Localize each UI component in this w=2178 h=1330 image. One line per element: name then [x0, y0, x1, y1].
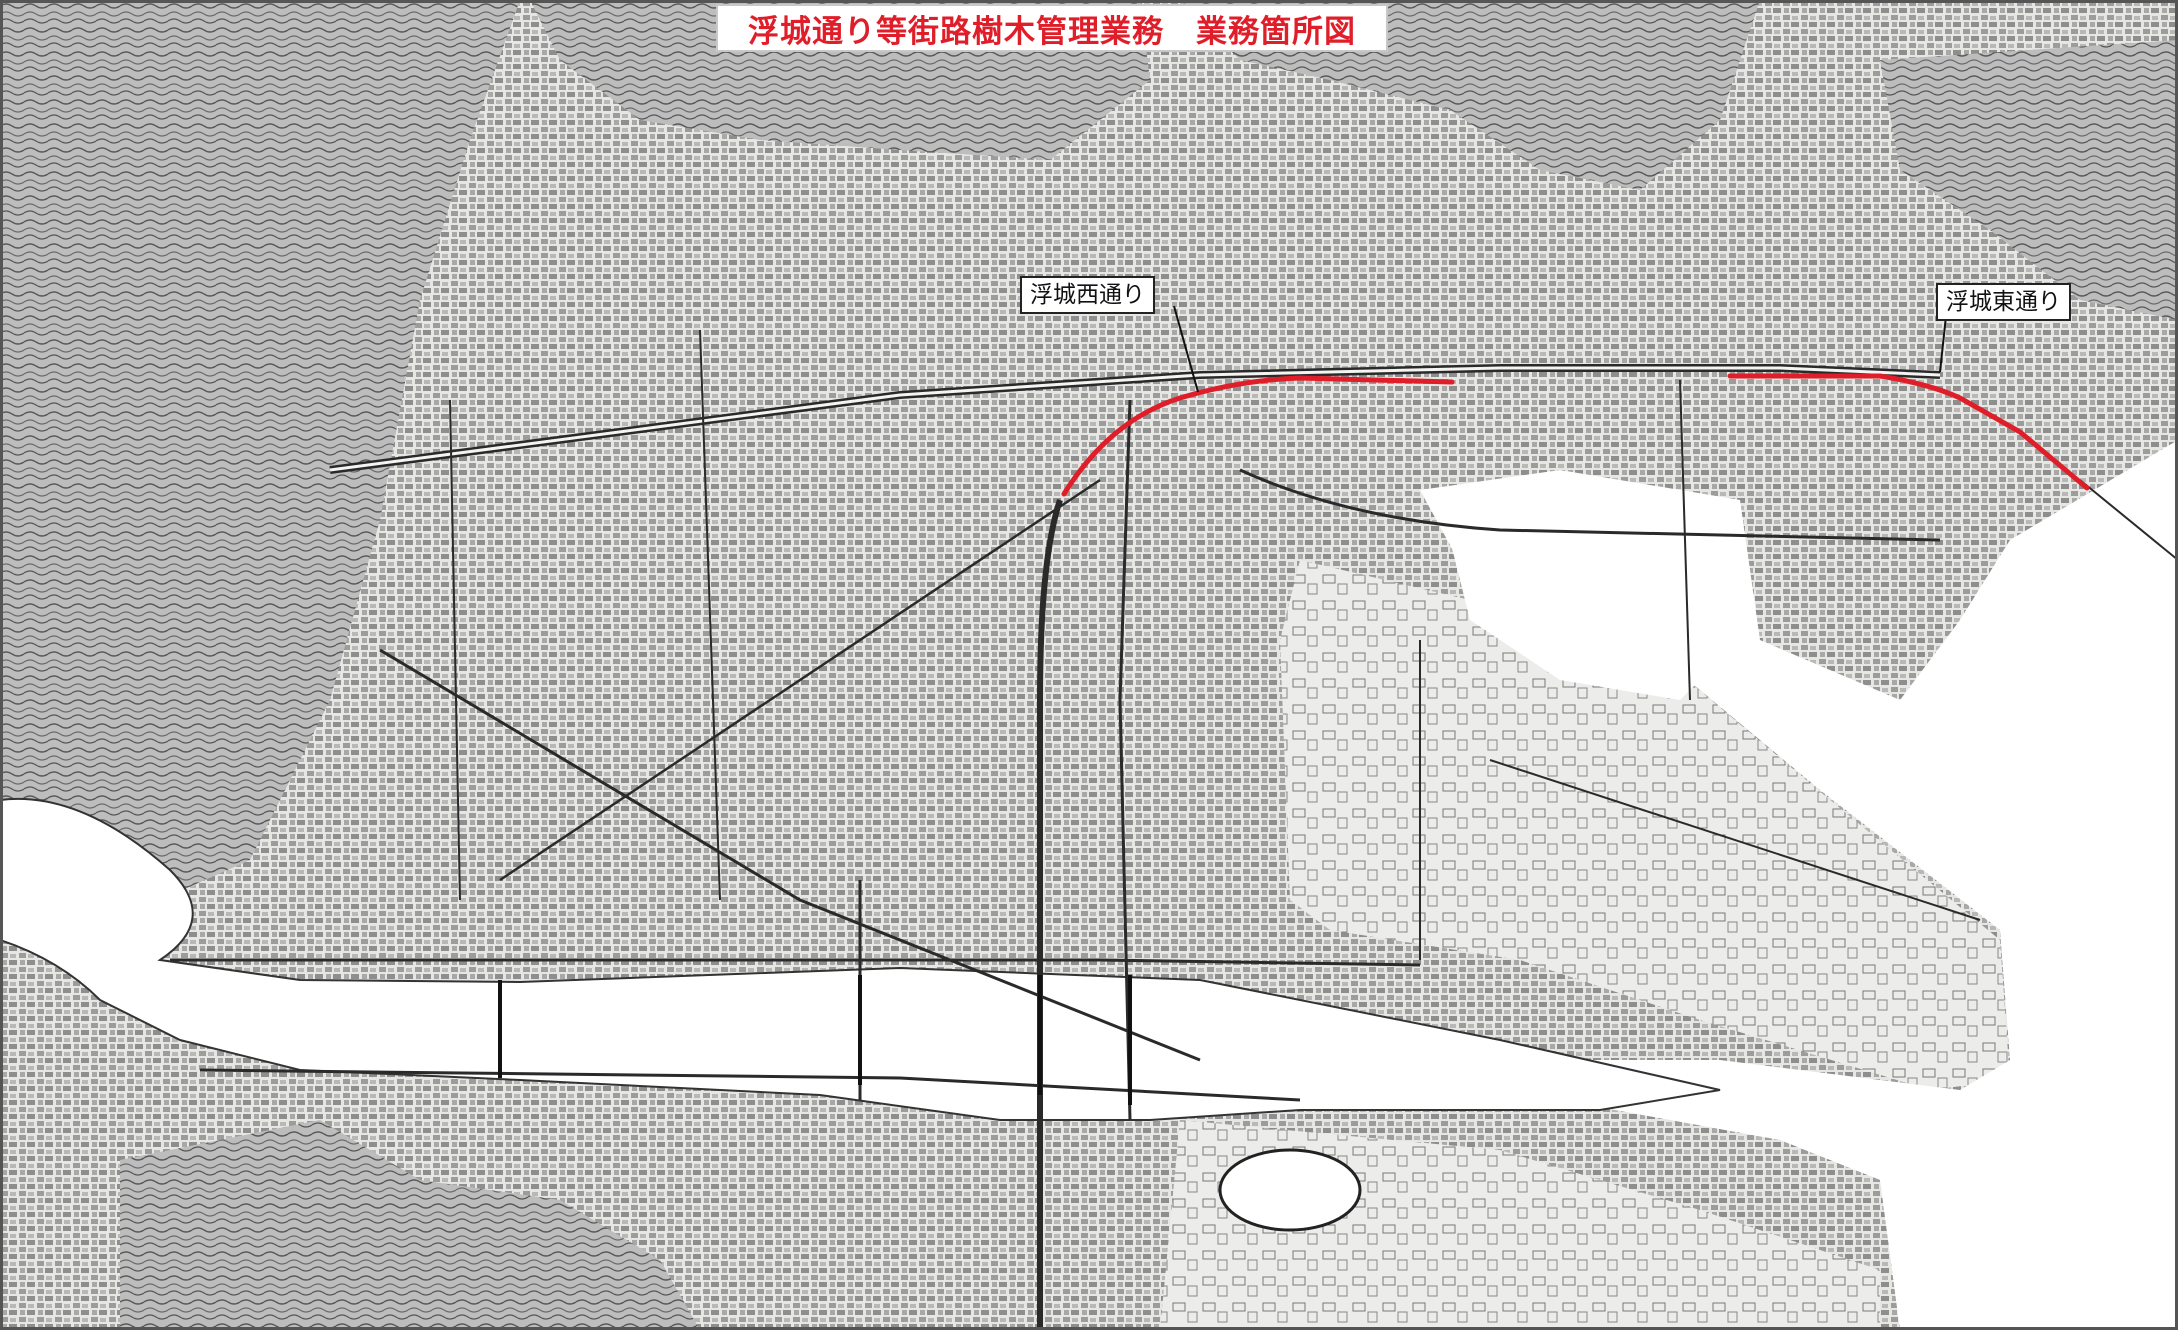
road-network	[170, 329, 2178, 1330]
route-west	[1061, 375, 1455, 497]
leader-lines	[1173, 305, 1947, 393]
port-land	[1280, 560, 2010, 1090]
bridges	[498, 975, 1132, 1105]
route-east	[1727, 373, 2090, 491]
work-routes	[1061, 373, 2090, 497]
label-west-street: 浮城西通り	[1020, 276, 1155, 314]
map-title: 浮城通り等街路樹木管理業務 業務箇所図	[716, 4, 1388, 52]
label-east-street: 浮城東通り	[1936, 283, 2071, 321]
river	[0, 797, 1721, 1121]
harbor-water	[1300, 440, 2178, 1330]
stadium	[1218, 1148, 1362, 1232]
